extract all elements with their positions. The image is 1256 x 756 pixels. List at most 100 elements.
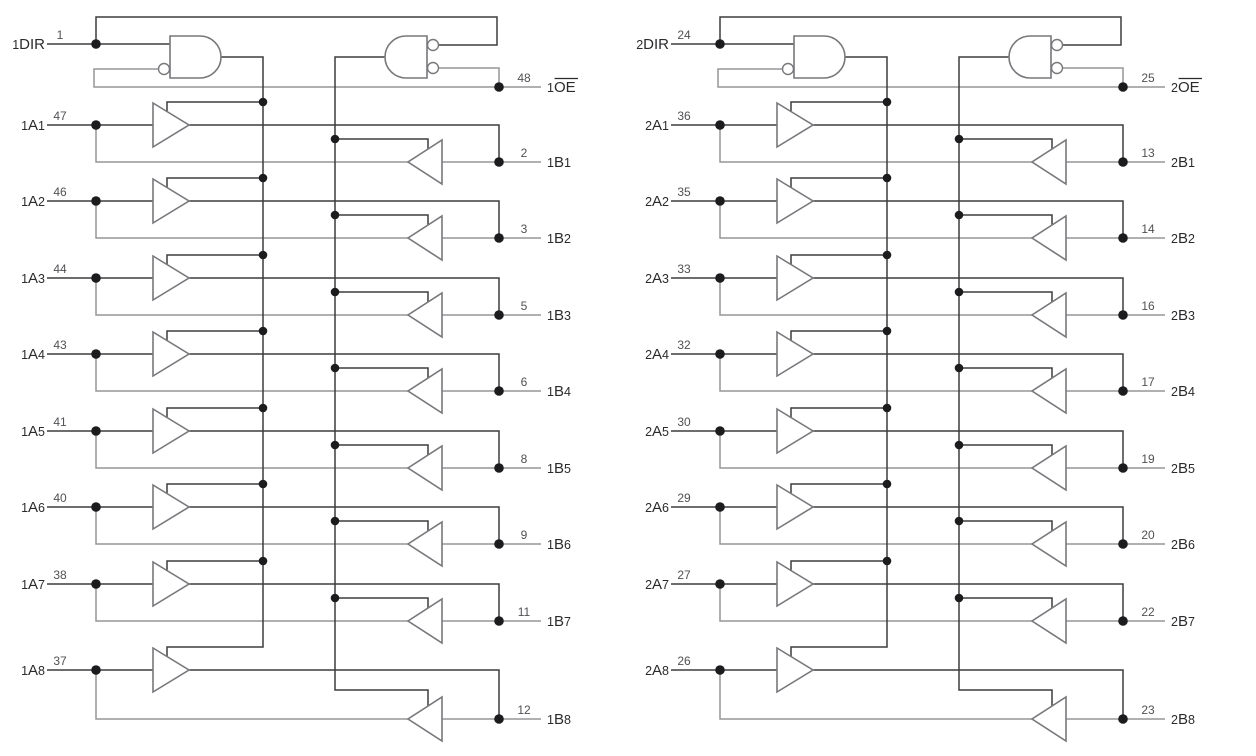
pin-number-2OE: 25 bbox=[1141, 71, 1155, 85]
junction-dot-1B7 bbox=[494, 616, 504, 626]
buffer-1B3-to-a bbox=[406, 291, 443, 339]
junction-dot-1B6 bbox=[494, 539, 504, 549]
junction-dot-1B3 bbox=[494, 310, 504, 320]
pin-number-2B8: 23 bbox=[1141, 703, 1155, 717]
pin-number-2B1: 13 bbox=[1141, 146, 1155, 160]
wire-b-to-a-2B7 bbox=[719, 584, 1165, 622]
buffer-2B2-to-a bbox=[1030, 214, 1067, 262]
rail-dot-2A1 bbox=[882, 97, 892, 107]
pin-label-2B1: 2B1 bbox=[1171, 154, 1195, 171]
wire-b-to-a-2B1 bbox=[719, 125, 1165, 163]
dir-inverting-bubble-right-gate bbox=[426, 38, 440, 52]
pin-label-2B2: 2B2 bbox=[1171, 230, 1195, 247]
a-to-b-enable-and-gate bbox=[169, 35, 222, 79]
pin-label-1A6: 1A6 bbox=[21, 499, 45, 516]
buffer-1B7-to-a bbox=[406, 597, 443, 645]
pin-label-2B5: 2B5 bbox=[1171, 460, 1195, 477]
wire-b-to-a-1B7 bbox=[95, 584, 541, 622]
enable-stub-1B6 bbox=[335, 520, 429, 531]
enable-rail-a-to-b bbox=[790, 56, 888, 657]
dir-feedback-loop-wire bbox=[95, 16, 498, 46]
wire-a-to-b-2A2 bbox=[671, 200, 1124, 238]
half-2-wires bbox=[671, 16, 1165, 720]
enable-stub-1B1 bbox=[335, 138, 429, 149]
enable-stub-2B6 bbox=[959, 520, 1053, 531]
rail-dot-1A7 bbox=[258, 556, 268, 566]
rail-dot-2B1 bbox=[954, 134, 964, 144]
rail-dot-1B1 bbox=[330, 134, 340, 144]
enable-stub-1B4 bbox=[335, 367, 429, 378]
pin-label-1A7: 1A7 bbox=[21, 576, 45, 593]
pin-label-2B7: 2B7 bbox=[1171, 613, 1195, 630]
pin-label-2B6: 2B6 bbox=[1171, 536, 1195, 553]
pin-label-2A2: 2A2 bbox=[645, 193, 669, 210]
buffer-2B7-to-a bbox=[1030, 597, 1067, 645]
pin-label-2A3: 2A3 bbox=[645, 270, 669, 287]
pin-number-2B4: 17 bbox=[1141, 375, 1155, 389]
junction-dot-1A4 bbox=[91, 349, 101, 359]
buffer-2A6-to-b bbox=[776, 483, 815, 531]
pin-number-1OE: 48 bbox=[517, 71, 531, 85]
rail-dot-1A3 bbox=[258, 250, 268, 260]
rail-dot-1B4 bbox=[330, 363, 340, 373]
pin-number-2A8: 26 bbox=[677, 654, 691, 668]
oe-to-b-gate-wire bbox=[439, 67, 500, 87]
wire-a-to-b-1A5 bbox=[47, 430, 500, 468]
pin-label-1B3: 1B3 bbox=[547, 307, 571, 324]
enable-rail-b-to-a bbox=[334, 56, 429, 706]
pin-label-2B4: 2B4 bbox=[1171, 383, 1195, 400]
pin-label-1A1: 1A1 bbox=[21, 117, 45, 134]
junction-dot-1A2 bbox=[91, 196, 101, 206]
pin-label-2DIR: 2DIR bbox=[636, 36, 669, 53]
junction-dot-1B1 bbox=[494, 157, 504, 167]
pin-label-1B4: 1B4 bbox=[547, 383, 571, 400]
pin-number-1A4: 43 bbox=[53, 338, 67, 352]
wire-b-to-a-2B3 bbox=[719, 278, 1165, 316]
buffer-1B8-to-a bbox=[406, 695, 443, 743]
junction-dot-1DIR bbox=[91, 39, 101, 49]
wire-a-to-b-2A3 bbox=[671, 277, 1124, 315]
buffer-2B4-to-a bbox=[1030, 367, 1067, 415]
buffer-2B3-to-a bbox=[1030, 291, 1067, 339]
buffer-1A7-to-b bbox=[152, 560, 191, 608]
junction-dot-2B6 bbox=[1118, 539, 1128, 549]
junction-dot-1B5 bbox=[494, 463, 504, 473]
rail-dot-2B7 bbox=[954, 593, 964, 603]
pin-label-2A4: 2A4 bbox=[645, 346, 669, 363]
rail-dot-1A2 bbox=[258, 173, 268, 183]
oe-inverting-bubble-right-gate bbox=[1050, 61, 1064, 75]
wire-a-to-b-1A7 bbox=[47, 583, 500, 621]
pin-label-1A4: 1A4 bbox=[21, 346, 45, 363]
junction-dot-2A6 bbox=[715, 502, 725, 512]
half-2-junctions bbox=[715, 39, 1128, 724]
oe-input-wire bbox=[717, 68, 1165, 88]
pin-number-2A5: 30 bbox=[677, 415, 691, 429]
pin-number-1DIR: 1 bbox=[57, 28, 64, 42]
oe-inverting-bubble-left-gate bbox=[157, 62, 171, 76]
pin-number-2B3: 16 bbox=[1141, 299, 1155, 313]
buffer-2A2-to-b bbox=[776, 177, 815, 225]
junction-dot-2B8 bbox=[1118, 714, 1128, 724]
junction-dot-1A3 bbox=[91, 273, 101, 283]
rail-dot-2A3 bbox=[882, 250, 892, 260]
enable-stub-2A3 bbox=[790, 254, 887, 265]
pin-number-1A7: 38 bbox=[53, 568, 67, 582]
rail-dot-2B4 bbox=[954, 363, 964, 373]
pin-number-2B5: 19 bbox=[1141, 452, 1155, 466]
pin-number-2A6: 29 bbox=[677, 491, 691, 505]
junction-dot-2A8 bbox=[715, 665, 725, 675]
buffer-1B1-to-a bbox=[406, 138, 443, 186]
pin-number-1A2: 46 bbox=[53, 185, 67, 199]
rail-dot-2B6 bbox=[954, 516, 964, 526]
buffer-2A7-to-b bbox=[776, 560, 815, 608]
buffer-1B6-to-a bbox=[406, 520, 443, 568]
junction-dot-2A7 bbox=[715, 579, 725, 589]
pin-label-2A6: 2A6 bbox=[645, 499, 669, 516]
wire-b-to-a-1B2 bbox=[95, 201, 541, 239]
enable-stub-1A2 bbox=[166, 177, 263, 188]
enable-stub-2B3 bbox=[959, 291, 1053, 302]
buffer-2A4-to-b bbox=[776, 330, 815, 378]
pin-label-1A8: 1A8 bbox=[21, 662, 45, 679]
junction-dot-1A8 bbox=[91, 665, 101, 675]
pin-label-1A3: 1A3 bbox=[21, 270, 45, 287]
